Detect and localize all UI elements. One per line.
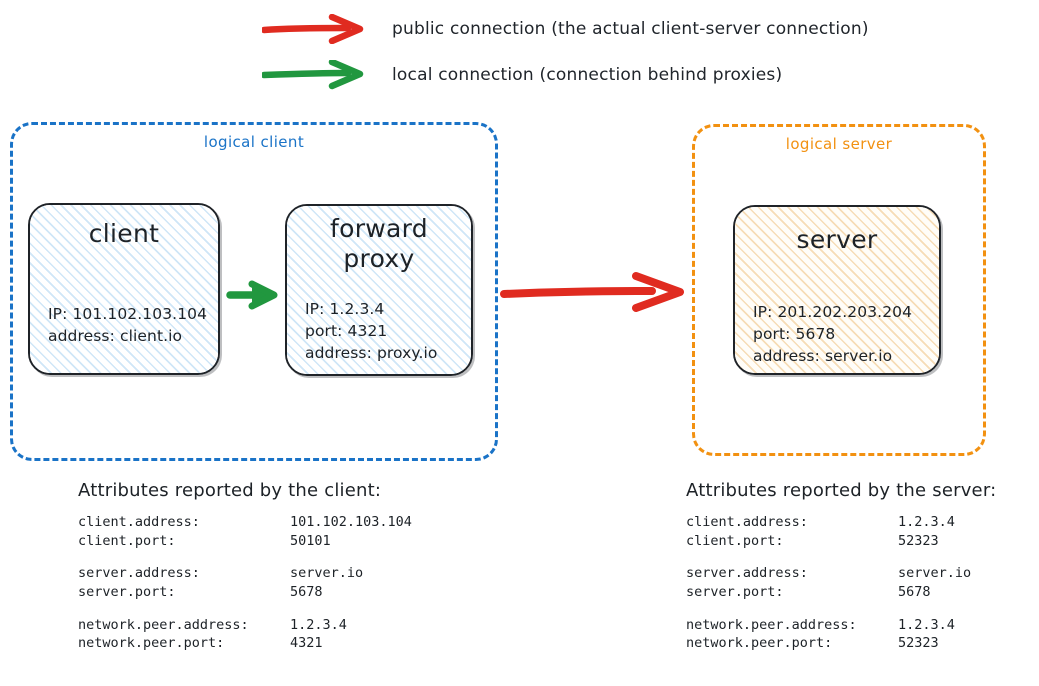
attribute-value: 5678 <box>290 583 323 600</box>
client-attributes-table: Attributes reported by the client: clien… <box>78 480 412 667</box>
table-row: server.address: server.io <box>686 564 996 583</box>
server-address-line: address: server.io <box>753 347 893 365</box>
attribute-group: server.address: server.io server.port: 5… <box>78 564 412 601</box>
attribute-value: 1.2.3.4 <box>898 514 955 530</box>
server-node: server IP: 201.202.203.204 port: 5678 ad… <box>733 205 941 375</box>
attribute-key: server.address: <box>686 565 808 582</box>
server-node-title: server <box>796 225 878 254</box>
logical-client-label: logical client <box>203 133 305 151</box>
table-row: client.port: 50101 <box>78 532 412 551</box>
hatch-pattern-blue <box>287 206 471 374</box>
attribute-value: server.io <box>290 565 364 582</box>
table-row: server.port: 5678 <box>686 583 996 602</box>
legend-item-local: local connection (connection behind prox… <box>262 60 782 90</box>
server-attributes-heading: Attributes reported by the server: <box>686 480 997 501</box>
forward-proxy-title-line1: forward <box>330 214 428 243</box>
local-connection-arrow <box>226 280 278 310</box>
attribute-key: network.peer.port: <box>686 635 833 652</box>
attribute-key: server.address: <box>78 565 200 582</box>
table-row: client.address: 1.2.3.4 <box>686 513 996 532</box>
client-node-details: IP: 101.102.103.104 address: client.io <box>48 303 207 347</box>
attribute-value: server.io <box>898 565 972 582</box>
legend-item-public: public connection (the actual client-ser… <box>262 14 869 44</box>
attribute-key: client.address: <box>78 514 200 530</box>
attribute-key: network.peer.port: <box>78 635 225 652</box>
forward-proxy-node-title: forward proxy <box>287 214 471 273</box>
attribute-key: server.port: <box>686 583 784 600</box>
arrow-right-icon <box>262 14 364 44</box>
server-port-line: port: 5678 <box>753 325 836 343</box>
table-row: network.peer.address: 1.2.3.4 <box>686 616 996 635</box>
attribute-value: 101.102.103.104 <box>290 514 412 530</box>
client-ip-line: IP: 101.102.103.104 <box>48 305 208 323</box>
logical-server-label: logical server <box>785 135 893 153</box>
attribute-key: network.peer.address: <box>686 616 857 633</box>
table-row: server.address: server.io <box>78 564 412 583</box>
arrow-right-icon <box>262 60 364 90</box>
attribute-key: server.port: <box>78 583 176 600</box>
legend-label-local: local connection (connection behind prox… <box>392 65 783 85</box>
forward-proxy-node-details: IP: 1.2.3.4 port: 4321 address: proxy.io <box>305 298 437 364</box>
legend-label-public: public connection (the actual client-ser… <box>392 19 869 39</box>
proxy-port-line: port: 4321 <box>305 322 388 340</box>
attribute-group: network.peer.address: 1.2.3.4 network.pe… <box>78 616 412 653</box>
client-node: client IP: 101.102.103.104 address: clie… <box>28 203 220 375</box>
client-attributes-heading: Attributes reported by the client: <box>78 480 382 501</box>
client-node-title: client <box>88 219 160 248</box>
proxy-ip-line: IP: 1.2.3.4 <box>305 300 385 318</box>
hatch-pattern-blue <box>30 205 218 373</box>
attribute-value: 4321 <box>290 635 323 652</box>
attribute-value: 1.2.3.4 <box>290 616 347 633</box>
logical-client-zone: logical client <box>10 122 498 461</box>
server-ip-line: IP: 201.202.203.204 <box>753 303 913 321</box>
public-connection-arrow <box>500 272 684 312</box>
table-row: network.peer.port: 52323 <box>686 634 996 653</box>
attribute-value: 52323 <box>898 532 939 549</box>
attribute-group: server.address: server.io server.port: 5… <box>686 564 996 601</box>
client-address-line: address: client.io <box>48 327 183 345</box>
attribute-group: client.address: 1.2.3.4 client.port: 523… <box>686 513 996 550</box>
table-row: server.port: 5678 <box>78 583 412 602</box>
logical-server-zone: logical server <box>692 124 986 456</box>
table-row: client.address: 101.102.103.104 <box>78 513 412 532</box>
attribute-value: 50101 <box>290 532 331 549</box>
hatch-pattern-orange <box>735 207 939 373</box>
attribute-group: client.address: 101.102.103.104 client.p… <box>78 513 412 550</box>
attribute-value: 52323 <box>898 635 939 652</box>
attribute-value: 5678 <box>898 583 931 600</box>
forward-proxy-node: forward proxy IP: 1.2.3.4 port: 4321 add… <box>285 204 473 376</box>
table-row: client.port: 52323 <box>686 532 996 551</box>
server-node-details: IP: 201.202.203.204 port: 5678 address: … <box>753 301 912 367</box>
attribute-key: client.port: <box>686 532 784 549</box>
table-row: network.peer.port: 4321 <box>78 634 412 653</box>
server-attributes-table: Attributes reported by the server: clien… <box>686 480 996 667</box>
attribute-key: client.port: <box>78 532 176 549</box>
attribute-group: network.peer.address: 1.2.3.4 network.pe… <box>686 616 996 653</box>
attribute-value: 1.2.3.4 <box>898 616 955 633</box>
forward-proxy-title-line2: proxy <box>343 243 415 273</box>
table-row: network.peer.address: 1.2.3.4 <box>78 616 412 635</box>
proxy-address-line: address: proxy.io <box>305 344 438 362</box>
attribute-key: network.peer.address: <box>78 616 249 633</box>
attribute-key: client.address: <box>686 514 808 530</box>
